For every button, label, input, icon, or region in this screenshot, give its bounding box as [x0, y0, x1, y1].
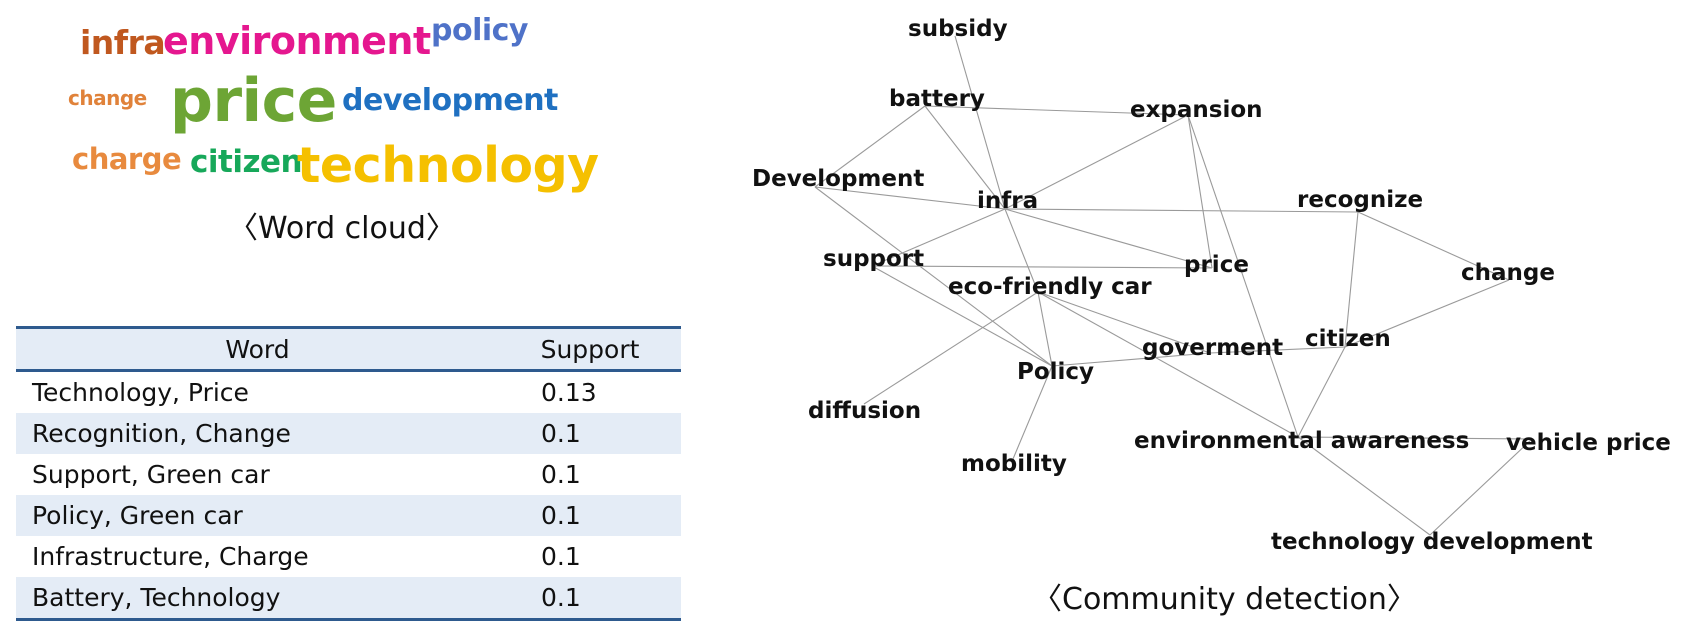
node-goverment: goverment: [1142, 335, 1283, 361]
node-development: Development: [752, 166, 924, 192]
node-ecocar: eco-friendly car: [948, 274, 1152, 300]
edge-recognize-citizen: [1344, 211, 1359, 348]
row-support: 0.1: [499, 577, 681, 620]
word-cloud-caption: 〈Word cloud〉: [228, 211, 456, 246]
row-support: 0.1: [541, 542, 581, 571]
edge-change-citizen: [1344, 279, 1510, 348]
edge-expansion-price: [1187, 114, 1213, 269]
row-support: 0.1: [499, 495, 681, 536]
edge-development-policy: [814, 186, 1053, 367]
node-vprice: vehicle price: [1506, 430, 1671, 456]
edge-citizen-env: [1297, 346, 1346, 438]
table-row: Recognition, Change 0.1: [16, 413, 681, 454]
node-battery: battery: [889, 86, 985, 112]
edge-policy-goverment: [1051, 352, 1211, 367]
edge-ecocar-goverment: [1037, 291, 1211, 354]
table-row: Technology, Price 0.13: [16, 371, 681, 414]
edge-infra-recognize: [1004, 208, 1359, 213]
row-word: Technology, Price: [32, 378, 249, 407]
edge-infra-price: [1004, 208, 1213, 269]
cloud-word-policy: policy: [431, 13, 529, 48]
cloud-word-price: price: [170, 66, 337, 136]
edge-infra-ecocar: [1004, 208, 1039, 293]
table-row: Support, Green car 0.1: [16, 454, 681, 495]
row-word: Support, Green car: [32, 460, 270, 489]
node-policy: Policy: [1017, 359, 1094, 385]
edge-infra-support: [871, 208, 1006, 267]
edge-recognize-change: [1357, 211, 1510, 281]
edge-policy-mobility: [1012, 365, 1053, 460]
cloud-word-environment: environment: [163, 19, 431, 63]
edge-support-policy: [871, 265, 1053, 367]
row-word: Recognition, Change: [16, 413, 499, 454]
cloud-word-charge: charge: [72, 142, 182, 176]
table-header-row: Word Support: [16, 327, 681, 371]
node-infra: infra: [977, 188, 1038, 214]
edge-expansion-infra: [1004, 114, 1189, 210]
node-subsidy: subsidy: [908, 16, 1008, 42]
table-row: Battery, Technology 0.1: [16, 577, 681, 620]
row-word: Policy, Green car: [16, 495, 499, 536]
edge-env-vprice: [1297, 436, 1533, 440]
edge-goverment-citizen: [1209, 346, 1346, 354]
node-env: environmental awareness: [1134, 428, 1469, 454]
row-support: 0.1: [499, 413, 681, 454]
node-expansion: expansion: [1130, 97, 1263, 123]
node-recognize: recognize: [1297, 187, 1423, 213]
edge-battery-infra: [924, 105, 1006, 210]
node-support: support: [823, 246, 924, 272]
node-diffusion: diffusion: [808, 398, 921, 424]
table-row: Policy, Green car 0.1: [16, 495, 681, 536]
support-table: Word Support Technology, Price 0.13 Reco…: [16, 326, 681, 621]
edge-ecocar-policy: [1037, 291, 1053, 367]
edge-support-price: [871, 265, 1213, 269]
edge-battery-expansion: [924, 105, 1189, 116]
cloud-word-development: development: [342, 83, 558, 118]
edge-ecocar-env: [1037, 291, 1299, 438]
edge-battery-development: [814, 105, 926, 188]
header-support: Support: [499, 327, 681, 371]
edge-ecocar-diffusion: [863, 291, 1039, 405]
cloud-word-citizen: citizen: [190, 144, 303, 180]
edge-env-techdev: [1297, 436, 1431, 536]
row-support: 0.13: [541, 378, 597, 407]
cloud-word-technology: technology: [297, 137, 599, 194]
table-row: Infrastructure, Charge 0.1: [16, 536, 681, 577]
edge-subsidy-infra: [954, 35, 1006, 210]
edge-expansion-env: [1187, 114, 1299, 438]
community-detection-caption: 〈Community detection〉: [1032, 582, 1417, 617]
node-change: change: [1461, 260, 1555, 286]
cloud-word-infra: infra: [80, 23, 166, 62]
edge-development-infra: [814, 186, 1006, 210]
network-edges: [814, 35, 1533, 536]
node-price: price: [1184, 252, 1249, 278]
cloud-word-change: change: [68, 86, 147, 110]
edge-vprice-techdev: [1429, 438, 1533, 536]
header-word: Word: [16, 327, 499, 371]
row-support: 0.1: [541, 460, 581, 489]
node-techdev: technology development: [1271, 529, 1593, 555]
node-citizen: citizen: [1305, 326, 1391, 352]
row-word: Battery, Technology: [16, 577, 499, 620]
row-word: Infrastructure, Charge: [32, 542, 309, 571]
node-mobility: mobility: [961, 451, 1067, 477]
